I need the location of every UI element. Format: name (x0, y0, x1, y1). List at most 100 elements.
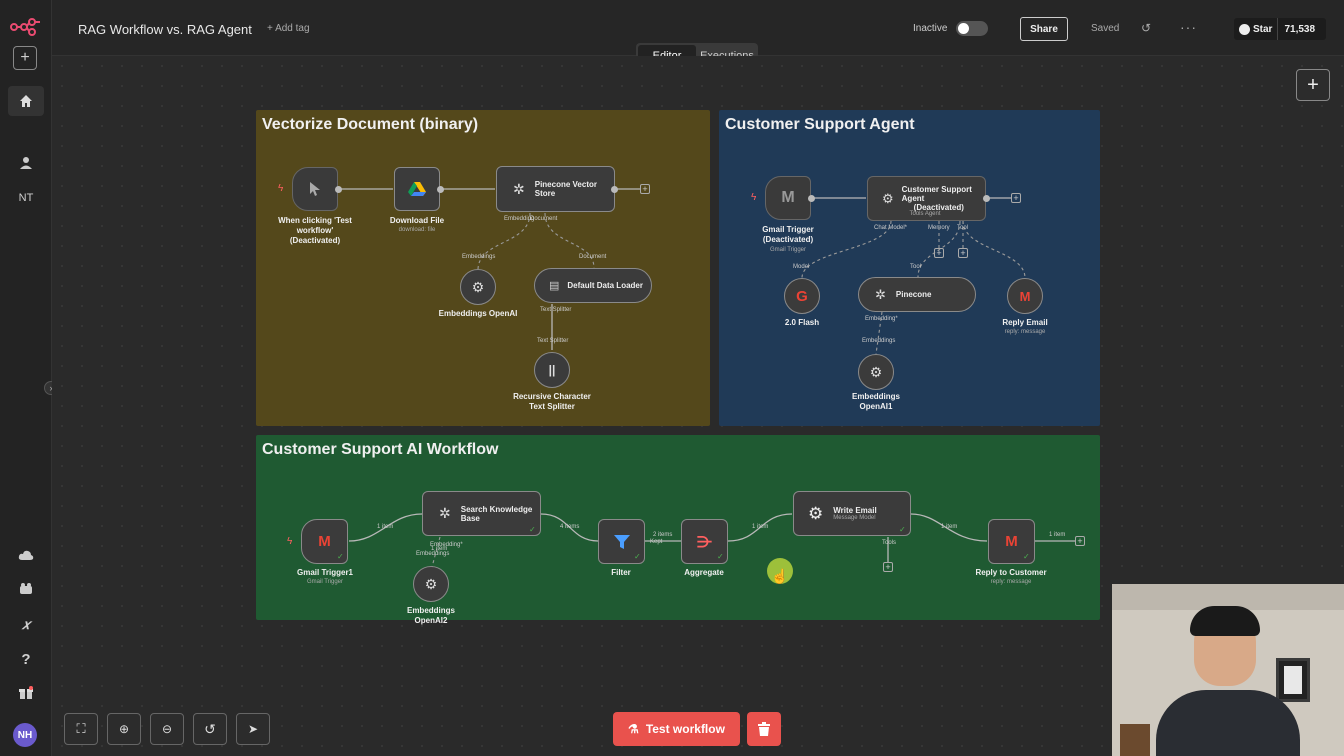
zoom-out-button[interactable]: ⊖ (150, 713, 184, 745)
zoom-in-button[interactable]: ⊕ (107, 713, 141, 745)
share-button[interactable]: Share (1020, 17, 1068, 41)
embeddings-openai1-node[interactable]: ⚙ (858, 354, 894, 390)
add-memory-icon[interactable]: + (934, 248, 944, 258)
home-icon[interactable] (8, 86, 44, 116)
avatar[interactable]: NH (13, 723, 37, 747)
aggregate-node[interactable]: ⋺ (681, 519, 728, 564)
openai-icon: ⚙ (424, 575, 438, 592)
add-tool-icon[interactable]: + (958, 248, 968, 258)
gmail-trigger-label: Gmail Trigger (Deactivated) (762, 225, 814, 244)
manual-trigger-label: When clicking 'Test workflow' (Deactivat… (278, 216, 352, 245)
zoom-out-icon: ⊖ (161, 722, 173, 736)
active-toggle[interactable] (956, 21, 988, 36)
edge-count-label: 1 item (1049, 532, 1066, 538)
add-next-node-icon[interactable]: + (640, 184, 650, 194)
n8n-logo-icon[interactable] (8, 12, 44, 42)
gemini-flash-node[interactable]: G (784, 278, 820, 314)
success-check-icon: ✓ (634, 552, 641, 561)
github-star: Star (1234, 18, 1279, 40)
fit-icon: ⛶ (76, 721, 86, 736)
search-knowledge-base-label: Search Knowledge Base (460, 504, 533, 523)
default-data-loader-node[interactable]: ▤ Default Data Loader (534, 268, 652, 303)
robot-icon: ⚙ (882, 190, 894, 206)
more-options-icon[interactable]: ··· (1180, 19, 1197, 35)
gmail-trigger-node[interactable]: M (765, 176, 811, 220)
gmail-trigger1-node[interactable]: M (301, 519, 348, 564)
embeddings-openai-node[interactable]: ⚙ (460, 269, 496, 305)
write-email-node[interactable]: ⚙ Write Email Message Model (793, 491, 911, 536)
write-email-text: Write Email Message Model (833, 506, 876, 521)
cloud-icon[interactable] (8, 540, 44, 570)
edge-label-embeddings: Embeddings (416, 551, 450, 557)
filter-node[interactable] (598, 519, 645, 564)
download-file-node[interactable] (394, 167, 440, 211)
gmail-trigger1-label: Gmail Trigger1 (296, 568, 354, 577)
help-icon[interactable]: ? (21, 650, 31, 668)
saved-label: Saved (1091, 23, 1120, 34)
zoom-to-fit-button[interactable]: ⛶ (64, 713, 98, 745)
output-handle[interactable] (437, 186, 444, 193)
agent-status: (Deactivated) (913, 203, 964, 212)
variables-icon[interactable]: 𝑥 (22, 615, 30, 632)
success-check-icon: ✓ (1023, 552, 1030, 561)
star-count: 71,538 (1284, 23, 1316, 35)
embeddings-openai1-label: Embeddings OpenAI1 (851, 392, 900, 411)
output-handle[interactable] (611, 186, 618, 193)
sticky-workflow[interactable]: Customer Support AI Workflow (256, 435, 1100, 620)
manual-trigger-node[interactable] (292, 167, 338, 211)
openai-icon: ⚙ (869, 363, 883, 380)
text-splitter-node[interactable]: || (534, 352, 570, 388)
sticky-agent[interactable]: Customer Support Agent (719, 110, 1100, 426)
pinecone-vector-store-node[interactable]: ✲ Pinecone Vector Store (496, 166, 615, 212)
frame-picture (1284, 666, 1302, 694)
reset-zoom-button[interactable]: ↺ (193, 713, 227, 745)
filter-label: Filter (611, 568, 631, 577)
add-next-node-icon[interactable]: + (1075, 536, 1085, 546)
reply-email-node[interactable]: M (1007, 278, 1043, 314)
output-handle[interactable] (983, 195, 990, 202)
edge-label-tools: Tools (882, 540, 897, 546)
google-drive-icon (408, 182, 426, 196)
output-handle[interactable] (808, 195, 815, 202)
trigger-bolt-icon: ϟ (278, 183, 284, 194)
edge-kept-label: Kept (650, 539, 663, 545)
aggregate-label: Aggregate (684, 568, 724, 577)
gift-icon[interactable] (8, 678, 44, 708)
pinecone-icon: ✲ (513, 180, 525, 197)
test-workflow-button[interactable]: ⚗ Test workflow (613, 712, 740, 746)
agent-sub: Tools Agent (909, 211, 941, 217)
star-label: Star (1253, 23, 1273, 35)
pinecone-icon: ✲ (875, 286, 886, 302)
edge-count-label: 1 item (941, 524, 958, 530)
document-icon: ▤ (549, 280, 560, 292)
history-icon[interactable]: ↺ (1141, 21, 1152, 35)
templates-icon[interactable] (8, 574, 44, 604)
github-star-button[interactable]: Star 71,538 (1234, 18, 1326, 40)
workflow-title[interactable]: RAG Workflow vs. RAG Agent (78, 22, 252, 37)
search-knowledge-base-node[interactable]: ✲ Search Knowledge Base (422, 491, 541, 536)
embeddings-openai-label: Embeddings OpenAI (438, 309, 518, 318)
edge-label-embedding: Embedding* (430, 542, 463, 548)
embeddings-openai2-node[interactable]: ⚙ (413, 566, 449, 602)
gmail-trigger-sub: Gmail Trigger (769, 247, 806, 253)
pinecone-tool-node[interactable]: ✲ Pinecone (858, 277, 976, 312)
write-email-sub: Message Model (833, 515, 876, 521)
add-tag-link[interactable]: + Add tag (267, 23, 310, 34)
user-icon[interactable] (8, 148, 44, 178)
wall-frame (1276, 658, 1310, 702)
project-initials[interactable]: NT (18, 192, 34, 204)
add-next-node-icon[interactable]: + (1011, 193, 1021, 203)
output-handle[interactable] (335, 186, 342, 193)
reply-to-customer-node[interactable]: M (988, 519, 1035, 564)
add-node-button[interactable]: + (1296, 69, 1330, 101)
edge-count-label: 1 item (752, 524, 769, 530)
clear-execution-button[interactable] (747, 712, 781, 746)
add-tool-icon[interactable]: + (883, 562, 893, 572)
add-icon[interactable]: + (13, 46, 37, 70)
aggregate-icon: ⋺ (697, 533, 712, 551)
sticky-title: Customer Support Agent (725, 116, 915, 133)
gemini-flash-label: 2.0 Flash (784, 318, 820, 327)
customer-support-agent-node[interactable]: ⚙ Customer Support Agent (Deactivated) (867, 176, 986, 221)
tidy-up-button[interactable]: ➤ (236, 713, 270, 745)
